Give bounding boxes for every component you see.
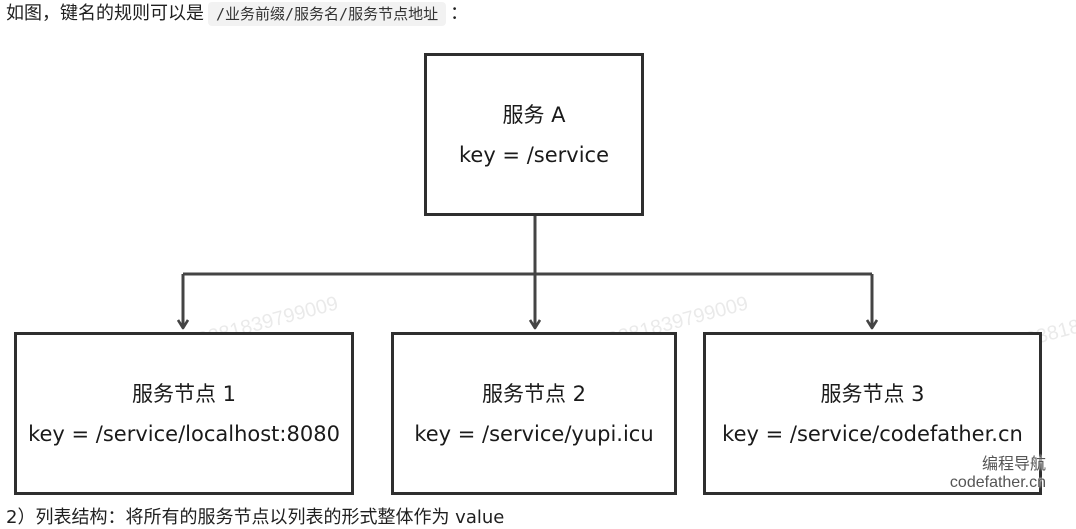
inline-code-key-rule: /业务前缀/服务名/服务节点地址	[208, 2, 447, 26]
next-paragraph-partial: 2）列表结构：将所有的服务节点以列表的形式整体作为 value	[6, 507, 505, 528]
child-node-3-key: key = /service/codefather.cn	[722, 421, 1023, 446]
child-node-1: 服务节点 1 key = /service/localhost:8080	[14, 332, 354, 495]
root-node-key: key = /service	[458, 142, 609, 167]
root-node-title: 服务 A	[502, 102, 566, 127]
child-node-1-title: 服务节点 1	[131, 381, 237, 406]
intro-prefix: 如图，键名的规则可以是	[6, 3, 204, 24]
intro-paragraph: 如图，键名的规则可以是/业务前缀/服务名/服务节点地址：	[6, 0, 468, 28]
child-node-3-title: 服务节点 3	[820, 381, 925, 406]
intro-suffix: ：	[450, 3, 469, 24]
child-node-3: 服务节点 3 key = /service/codefather.cn	[703, 332, 1042, 495]
service-tree-diagram: 18007713381839799009 1800771338183979900…	[0, 53, 1076, 513]
brand-site: codefather.cn	[949, 474, 1046, 491]
child-node-2-title: 服务节点 2	[481, 381, 587, 406]
brand-name: 编程导航	[981, 456, 1046, 473]
child-node-2-key: key = /service/yupi.icu	[414, 421, 654, 446]
root-node-service-a: 服务 A key = /service	[424, 53, 644, 216]
connector-lines	[0, 214, 1076, 513]
child-node-1-key: key = /service/localhost:8080	[28, 421, 340, 446]
brand-watermark: 编程导航 codefather.cn	[950, 450, 1046, 492]
child-node-2: 服务节点 2 key = /service/yupi.icu	[391, 332, 677, 495]
